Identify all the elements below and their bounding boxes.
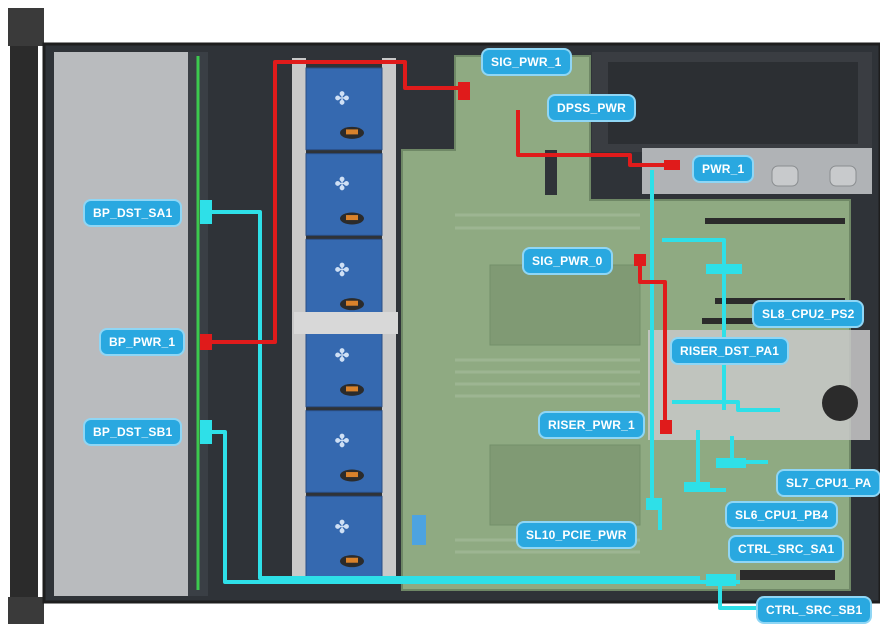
psu-inner [608,62,858,144]
riser-pwr-1-connector [660,420,672,434]
label-riser-dst-pa1: RISER_DST_PA1 [672,339,787,363]
sl10-connector [646,498,662,510]
pwr-1-connector [664,160,680,170]
pcie-slot [705,218,845,224]
bp-pwr-1-connector [200,334,212,350]
fan-icon: ✤ [334,517,349,538]
fan-icon: ✤ [334,346,349,367]
label-ctrl-src-sa1: CTRL_SRC_SA1 [730,537,842,561]
fan-module: ✤ [306,239,382,321]
label-sl6-cpu1-pb4: SL6_CPU1_PB4 [727,503,836,527]
left-rack-rail [10,8,38,620]
label-sl10-pcie-pwr: SL10_PCIE_PWR [518,523,635,547]
left-rack-ear-top [8,8,44,46]
board-connector [740,570,835,580]
cpu-socket-1 [490,265,640,345]
fan-module: ✤ [306,154,382,236]
label-pwr-1: PWR_1 [694,157,752,181]
label-sl7-cpu1-pa: SL7_CPU1_PA [778,471,879,495]
sl7-connector [716,458,746,468]
label-ctrl-src-sb1: CTRL_SRC_SB1 [758,598,870,622]
sl6-connector [684,482,710,492]
psu-port [772,166,798,186]
ctrl-connector [706,574,736,586]
cpu-socket-2 [490,445,640,525]
fan-icon: ✤ [334,260,349,281]
fan-icon: ✤ [334,89,349,110]
label-sig-pwr-1: SIG_PWR_1 [483,50,570,74]
label-bp-dst-sb1: BP_DST_SB1 [85,420,180,444]
sig-pwr-1-connector [458,82,470,100]
riser-fan [822,385,858,421]
fan-cage-bracket [294,312,398,334]
bp-dst-sb1-connector [200,420,212,444]
label-bp-dst-sa1: BP_DST_SA1 [85,201,180,225]
label-sl8-cpu2-ps2: SL8_CPU2_PS2 [754,302,862,326]
bp-dst-sa1-connector [200,200,212,224]
fan-module: ✤ [306,496,382,578]
drive-bay [54,52,188,596]
left-rack-ear-bottom [8,597,44,624]
sl8-connector [706,264,742,274]
psu-port [830,166,856,186]
sig-pwr-0-connector [634,254,646,266]
fan-icon: ✤ [334,431,349,452]
fan-module: ✤ [306,68,382,150]
label-dpss-pwr: DPSS_PWR [549,96,634,120]
fan-module: ✤ [306,411,382,493]
fan-icon: ✤ [334,174,349,195]
label-bp-pwr-1: BP_PWR_1 [101,330,183,354]
label-sig-pwr-0: SIG_PWR_0 [524,249,611,273]
riser-slot [412,515,426,545]
fan-module: ✤ [306,325,382,407]
label-riser-pwr-1: RISER_PWR_1 [540,413,643,437]
